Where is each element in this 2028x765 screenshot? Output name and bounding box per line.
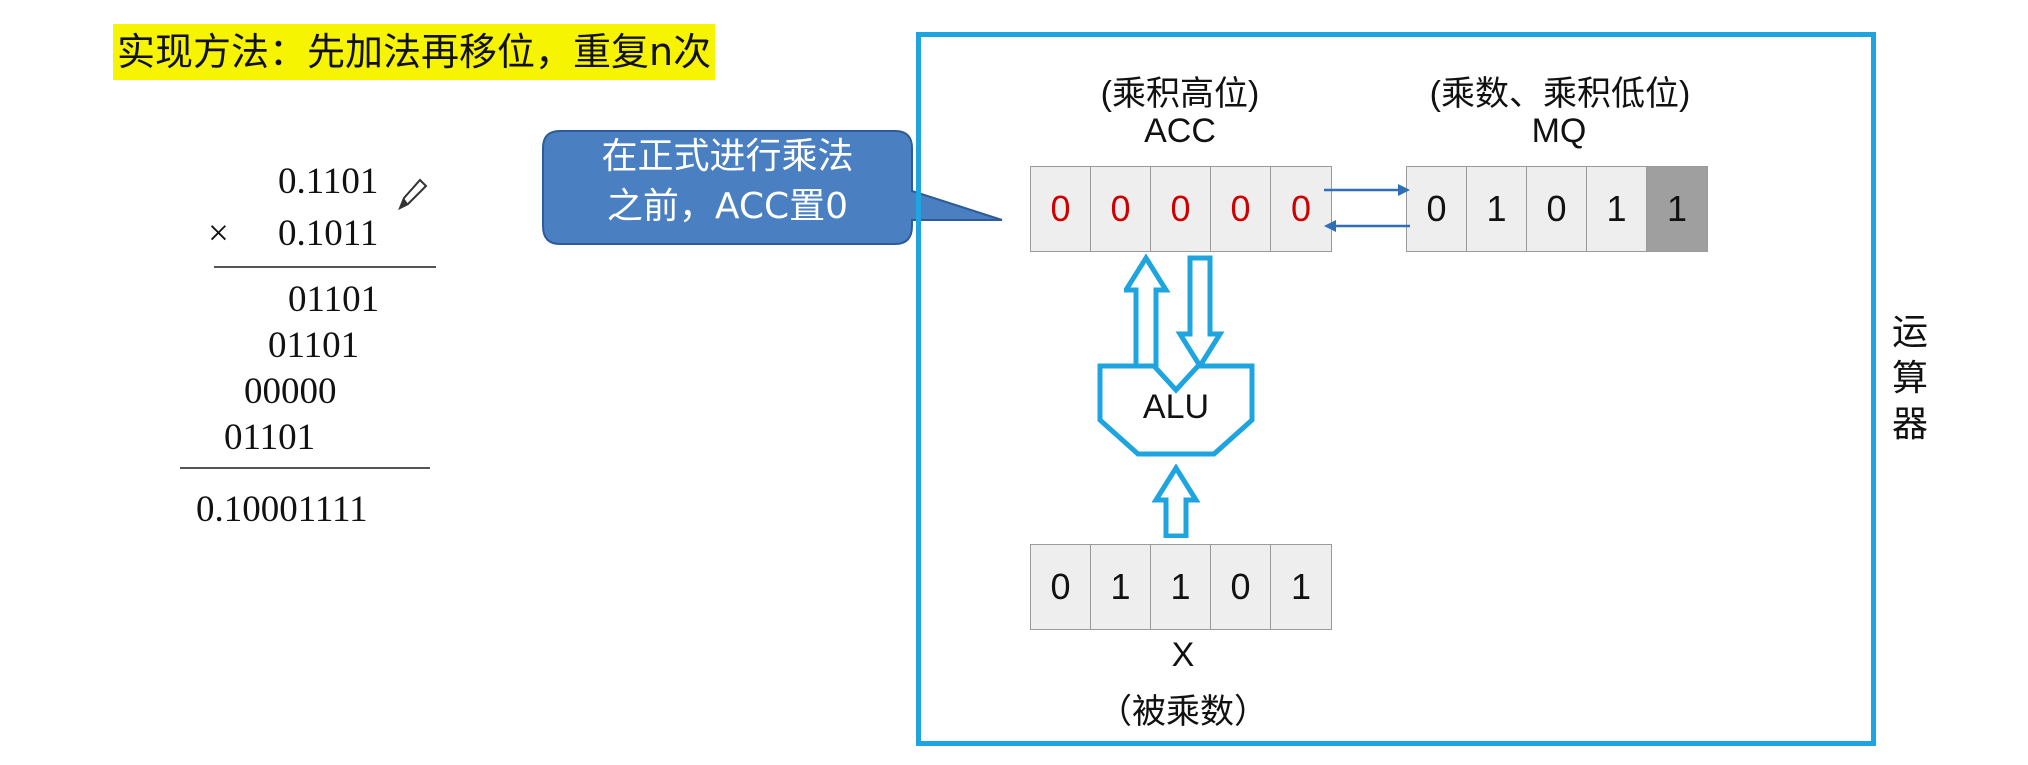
mq-bit-highlighted: 1 <box>1647 167 1707 251</box>
acc-bit: 0 <box>1091 167 1151 251</box>
acc-bit: 0 <box>1211 167 1271 251</box>
arithmetic-unit-label: 运 算 器 <box>1890 310 1930 448</box>
x-bit: 0 <box>1031 545 1091 629</box>
acc-register: 0 0 0 0 0 <box>1030 166 1332 252</box>
callout-line-1: 在正式进行乘法 <box>601 136 854 177</box>
callout-line-2: 之前，ACC置0 <box>606 186 849 227</box>
alu-label: ALU <box>1142 388 1210 426</box>
divider-line-1 <box>214 266 436 268</box>
mq-label-top: (乘数、乘积低位) <box>1429 75 1691 113</box>
x-alu-arrow <box>1152 464 1201 538</box>
callout-bubble <box>542 130 1003 245</box>
acc-bit: 0 <box>1151 167 1211 251</box>
result-value: 0.10001111 <box>196 489 368 530</box>
partial-product-1: 01101 <box>288 279 380 320</box>
partial-product-3: 00000 <box>244 371 337 412</box>
multiplier: 0.1011 <box>278 213 379 254</box>
partial-product-4: 01101 <box>224 417 316 458</box>
x-bit: 1 <box>1091 545 1151 629</box>
times-sign: × <box>208 213 229 254</box>
page-title: 实现方法：先加法再移位，重复n次 <box>113 24 716 80</box>
acc-label: ACC <box>1144 112 1216 150</box>
pencil-icon <box>398 178 428 211</box>
mq-label: MQ <box>1531 112 1587 150</box>
arithmetic-unit-frame <box>916 32 1876 746</box>
x-register: 0 1 1 0 1 <box>1030 544 1332 630</box>
x-bit: 1 <box>1271 545 1331 629</box>
partial-product-2: 01101 <box>268 325 360 366</box>
acc-bit: 0 <box>1271 167 1331 251</box>
x-bit: 0 <box>1211 545 1271 629</box>
side-label-char: 运 <box>1891 312 1928 353</box>
x-label-sub: （被乘数） <box>1098 693 1268 731</box>
callout-text: 在正式进行乘法 之前，ACC置0 <box>545 132 910 232</box>
x-bit: 1 <box>1151 545 1211 629</box>
mq-bit: 0 <box>1527 167 1587 251</box>
side-label-char: 器 <box>1891 404 1928 445</box>
mq-bit: 0 <box>1407 167 1467 251</box>
divider-line-2 <box>180 467 430 469</box>
alu-block <box>1097 363 1255 457</box>
side-label-char: 算 <box>1891 358 1928 399</box>
acc-bit: 0 <box>1031 167 1091 251</box>
multiplicand: 0.1101 <box>278 161 379 202</box>
acc-mq-arrows <box>1324 184 1410 232</box>
acc-label-top: (乘积高位) <box>1100 75 1260 113</box>
mq-bit: 1 <box>1587 167 1647 251</box>
mq-register: 0 1 0 1 1 <box>1406 166 1708 252</box>
acc-alu-arrows <box>1124 254 1224 368</box>
mq-bit: 1 <box>1467 167 1527 251</box>
x-label: X <box>1171 636 1195 674</box>
